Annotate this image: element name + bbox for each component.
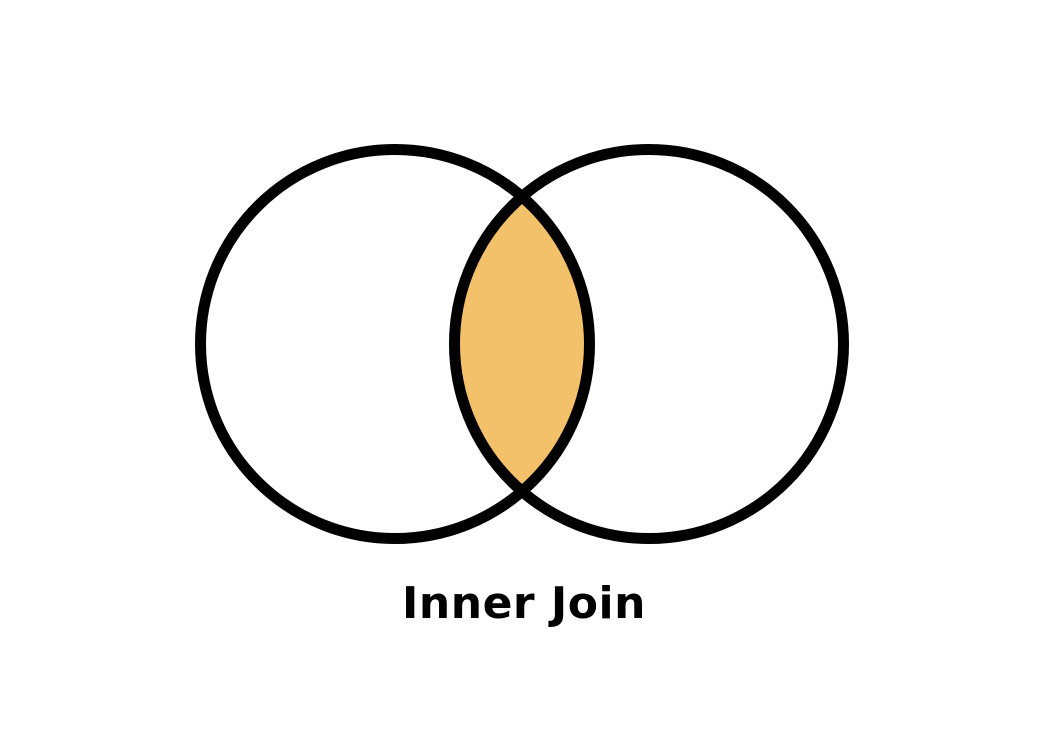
diagram-caption: Inner Join (402, 578, 646, 629)
left-set-circle (195, 144, 595, 544)
intersection-region (454, 149, 590, 539)
right-set-circle (449, 144, 849, 544)
